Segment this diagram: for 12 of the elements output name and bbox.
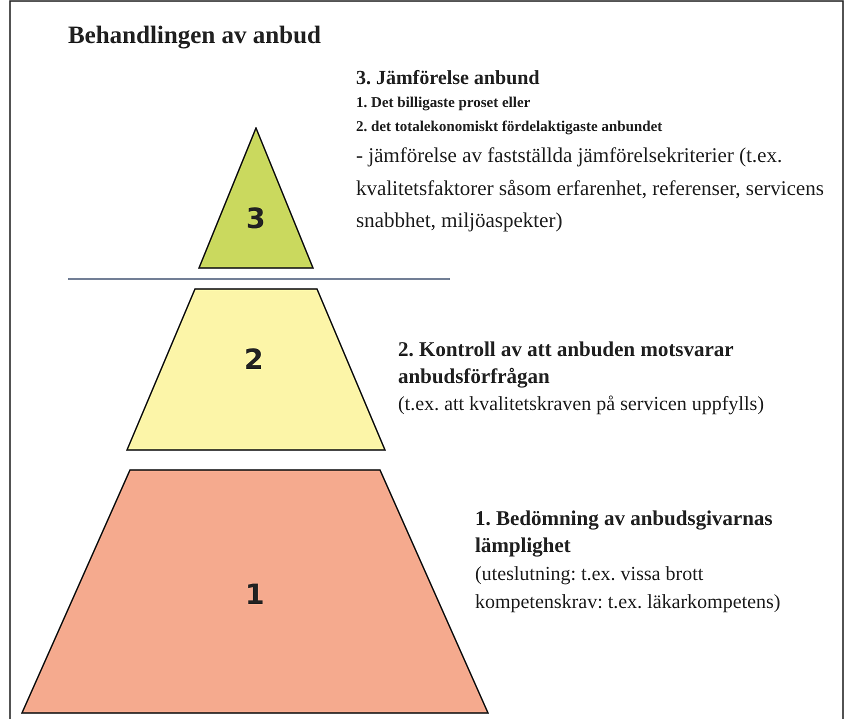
- tier-number: 1: [245, 581, 264, 609]
- diagram-title: Behandlingen av anbud: [68, 22, 321, 50]
- step-heading: 1. Bedömning av anbudsgivarnas lämplighet: [475, 505, 774, 560]
- step-heading: 1. Det billigaste proset eller: [356, 94, 532, 113]
- step-text: (t.ex. att kvalitetskraven på servicen uppfylls): [398, 392, 765, 417]
- tier-number: 2: [244, 346, 264, 374]
- tier-number: 3: [246, 205, 266, 233]
- step-text: - jämförelse av fastställda jämförelsekriterier (t.ex. kvalitetsfaktorer såsom erfarenhet, referenser, servicens snabbhet, miljöaspekter): [356, 142, 825, 234]
- step-text: (uteslutning: t.ex. vissa brott kompetenskrav: t.ex. läkarkompetens): [475, 562, 782, 615]
- step-heading: 3. Jämförelse anbund: [356, 66, 541, 91]
- step-heading: 2. det totalekonomiskt fördelaktigaste anbundet: [356, 118, 664, 137]
- step-heading: 2. Kontroll av att anbuden motsvarar anbudsförfrågan: [398, 336, 734, 390]
